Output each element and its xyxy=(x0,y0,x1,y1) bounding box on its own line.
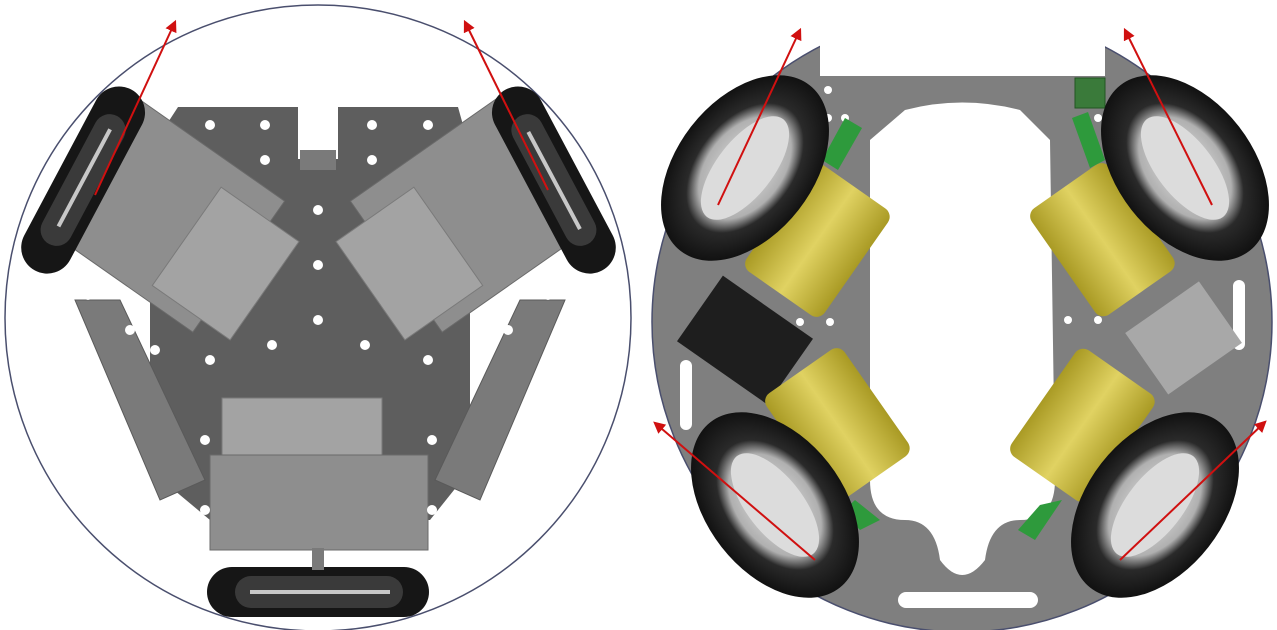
pcb-board xyxy=(1074,77,1106,109)
omni-wheel-upper-right xyxy=(491,86,616,274)
direction-arrow-upper-right-wheel xyxy=(1123,27,1213,206)
bottom-slot xyxy=(898,592,1038,608)
right-panel-four-wheel-base xyxy=(651,8,1273,630)
bottom-motor-block xyxy=(209,397,429,551)
omni-wheel-bottom xyxy=(207,548,429,617)
omni-wheel-upper-left xyxy=(21,86,146,274)
mecanum-wheel-lower-left xyxy=(691,412,859,598)
central-cutout xyxy=(870,102,1055,575)
yellow-motors xyxy=(745,163,1175,502)
mounting-holes-left xyxy=(83,120,553,515)
direction-arrow-lower-left-wheel xyxy=(653,421,816,561)
left-panel-three-wheel-base xyxy=(4,4,632,630)
direction-arrow-upper-right xyxy=(463,19,549,191)
green-brackets xyxy=(822,112,1105,540)
direction-arrow-upper-left xyxy=(94,19,177,196)
right-motor-driver xyxy=(1125,281,1242,395)
direction-arrow-lower-right-wheel xyxy=(1119,420,1267,561)
top-notch xyxy=(298,104,338,159)
left-motor-driver xyxy=(677,275,813,405)
direction-arrow-upper-left-wheel xyxy=(717,27,802,206)
mecanum-wheel-lower-right xyxy=(1071,412,1239,598)
